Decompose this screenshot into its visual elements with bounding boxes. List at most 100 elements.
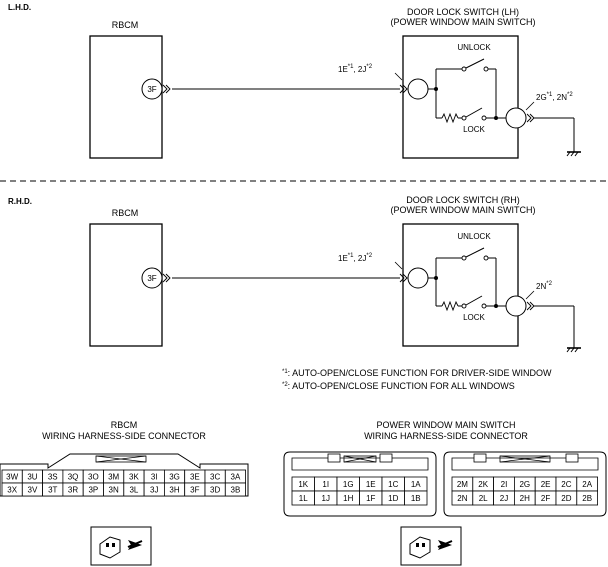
pin-label: 1J	[322, 494, 330, 503]
pin-label: 3O	[88, 473, 99, 482]
pin-label: 3A	[231, 473, 241, 482]
pin-label: 2H	[520, 494, 530, 503]
pin-label: 3J	[150, 486, 158, 495]
pin-label: 1G	[343, 480, 354, 489]
rbcm-connector-title-2: WIRING HARNESS-SIDE CONNECTOR	[42, 431, 206, 441]
rhd-left-pin-label: 1E*1, 2J*2	[338, 253, 373, 263]
pin-label: 2E	[541, 480, 551, 489]
pin-cell	[404, 490, 428, 506]
pin-label: 3E	[190, 473, 200, 482]
rhd-lock-label: LOCK	[463, 313, 485, 322]
pin-label: 1H	[343, 494, 353, 503]
rhd-right-pin-label: 2N*2	[536, 281, 553, 291]
lhd-switch-title-1: DOOR LOCK SWITCH (LH)	[407, 7, 519, 17]
pin-label: 3H	[169, 486, 179, 495]
pin-label: 1K	[298, 480, 308, 489]
pwms-connector-title-1: POWER WINDOW MAIN SWITCH	[377, 420, 516, 430]
pin-label: 3T	[48, 486, 57, 495]
rhd-unlock-label: UNLOCK	[457, 232, 491, 241]
rhd-switch-box	[402, 223, 519, 347]
pin-label: 1B	[411, 494, 421, 503]
pwms-connector: POWER WINDOW MAIN SWITCH WIRING HARNESS-…	[283, 420, 607, 566]
pin-label: 3G	[169, 473, 180, 482]
lhd-rbcm-pin-circle	[141, 78, 163, 100]
footnote-2: *2: AUTO-OPEN/CLOSE FUNCTION FOR ALL WIN…	[282, 381, 515, 391]
lhd-switch-box	[402, 35, 519, 159]
rhd-section: R.H.D. RBCM 3F DOOR LOCK SWITCH (RH) (PO…	[8, 195, 582, 353]
pin-label: 3L	[129, 486, 138, 495]
pin-label: 3V	[28, 486, 38, 495]
pin-label: 3C	[210, 473, 220, 482]
rbcm-connector-title-1: RBCM	[111, 420, 138, 430]
pin-label: 2I	[501, 480, 508, 489]
pin-label: 1I	[322, 480, 329, 489]
pin-label: 3U	[27, 473, 37, 482]
pin-label: 1D	[388, 494, 398, 503]
pin-label: 3Q	[68, 473, 79, 482]
lhd-right-pin-circle	[505, 107, 527, 129]
pwms-left-pin-grid: 1K 1I 1G 1E 1C 1A 1L 1J 1H 1F 1D 1B	[291, 476, 428, 506]
lhd-rbcm-pin: 3F	[147, 85, 156, 94]
footnote-1: *1: AUTO-OPEN/CLOSE FUNCTION FOR DRIVER-…	[282, 368, 552, 378]
pin-cell	[576, 490, 598, 506]
pin-label: 3R	[68, 486, 78, 495]
rhd-section-label: R.H.D.	[8, 197, 32, 206]
rbcm-connector-view-icon	[90, 526, 152, 566]
rhd-rbcm-pin: 3F	[147, 274, 156, 283]
rbcm-pin-grid: 3W 3U 3S 3Q 3O 3M 3K 3I 3G 3E 3C 3A 3X 3V 3T 3R 3P 3N 3L 3J…	[1, 469, 247, 497]
rhd-resistor	[441, 300, 459, 312]
pin-label: 1C	[388, 480, 398, 489]
pin-label: 2N	[457, 494, 467, 503]
pin-label: 2M	[457, 480, 468, 489]
pin-label: 2G	[519, 480, 530, 489]
footnotes: *1: AUTO-OPEN/CLOSE FUNCTION FOR DRIVER-…	[282, 368, 552, 391]
rhd-rbcm-box	[89, 223, 163, 347]
lhd-resistor	[441, 112, 459, 124]
pwms-connector-title-2: WIRING HARNESS-SIDE CONNECTOR	[364, 431, 528, 441]
pin-label: 3N	[109, 486, 119, 495]
lhd-left-pin-label: 1E*1, 2J*2	[338, 64, 373, 74]
pin-label: 3M	[108, 473, 119, 482]
pin-label: 3K	[129, 473, 139, 482]
pin-label: 1A	[411, 480, 421, 489]
lhd-section: L.H.D. RBCM 3F DOOR LOCK SWITCH (LH) (PO…	[8, 3, 582, 159]
rhd-right-pin-circle	[505, 295, 527, 317]
lhd-unlock-label: UNLOCK	[457, 43, 491, 52]
lhd-lock-label: LOCK	[463, 125, 485, 134]
rhd-left-pin-circle	[407, 267, 429, 289]
pin-label: 1L	[299, 494, 308, 503]
pin-label: 2J	[500, 494, 508, 503]
pin-label: 3B	[231, 486, 241, 495]
pin-label: 3X	[7, 486, 17, 495]
pin-label: 2K	[478, 480, 488, 489]
rhd-ground-icon	[566, 347, 582, 353]
rhd-rbcm-pin-circle	[141, 267, 163, 289]
rhd-switch-title-2: (POWER WINDOW MAIN SWITCH)	[391, 205, 536, 215]
pin-label: 2B	[582, 494, 592, 503]
pin-label: 3F	[190, 486, 199, 495]
pwms-connector-view-icon	[400, 526, 462, 566]
pin-cell	[224, 482, 247, 497]
pin-label: 2D	[561, 494, 571, 503]
pin-label: 1E	[366, 480, 376, 489]
lhd-ground-icon	[566, 151, 582, 157]
lhd-switch-title-2: (POWER WINDOW MAIN SWITCH)	[391, 17, 536, 27]
pin-label: 3W	[6, 473, 18, 482]
pin-label: 3D	[210, 486, 220, 495]
rhd-switch-title-1: DOOR LOCK SWITCH (RH)	[406, 195, 520, 205]
pin-label: 3S	[48, 473, 58, 482]
lhd-left-pin-circle	[407, 78, 429, 100]
pin-label: 3P	[88, 486, 98, 495]
lhd-rbcm-label: RBCM	[112, 20, 139, 30]
rhd-rbcm-label: RBCM	[112, 208, 139, 218]
lhd-section-label: L.H.D.	[8, 3, 31, 12]
lhd-right-pin-label: 2G*1, 2N*2	[536, 92, 573, 102]
lhd-rbcm-box	[89, 35, 163, 159]
pin-label: 2F	[541, 494, 550, 503]
pin-label: 1F	[366, 494, 375, 503]
pin-label: 2C	[561, 480, 571, 489]
pin-label: 2A	[582, 480, 592, 489]
pin-label: 3I	[151, 473, 158, 482]
